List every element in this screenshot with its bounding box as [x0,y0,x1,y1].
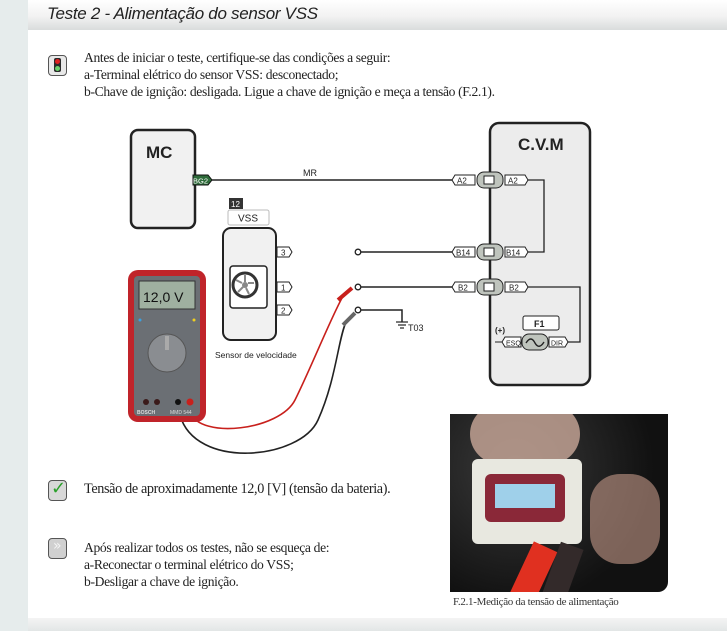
mc-pin-connector [192,174,213,186]
connector-b2: B2 B2 [451,278,529,296]
fuse-label-box [522,315,560,331]
photo-caption: F.2.1-Medição da tensão de alimentação [453,596,619,608]
red-probe-wire [189,297,343,430]
vss-pin-3: 3 [276,246,293,258]
svg-text:B14: B14 [456,249,471,258]
cvm-label: C.V.M [518,135,564,154]
meter-reading: 12,0 V [143,289,184,305]
meter-model: MMD 544 [170,410,192,416]
after-line: Após realizar todos os testes, não se es… [84,540,330,555]
svg-text:DIR: DIR [551,341,563,348]
reminder-icon: » [48,538,67,559]
page-title: Teste 2 - Alimentação do sensor VSS [47,4,318,23]
after-text: Após realizar todos os testes, não se es… [84,539,330,590]
precheck-line: a-Terminal elétrico do sensor VSS: desco… [84,67,339,82]
mc-pin-label: BG2 [193,177,208,186]
black-probe-wire [179,321,347,454]
measurement-photo [450,414,668,592]
wire-ground [361,309,403,322]
check-icon: ✓ [48,478,67,501]
vss-tag [229,198,243,209]
page-margin [0,0,28,631]
ground-icon [396,321,408,329]
after-line: b-Desligar a chave de ignição. [84,574,239,589]
plus-label: (+) [495,326,505,335]
svg-text:ESQ: ESQ [506,341,521,348]
vss-label-box [227,209,270,226]
wheel-icon [231,271,259,299]
precheck-line: b-Chave de ignição: desligada. Ligue a c… [84,84,495,99]
traffic-light-icon [48,55,67,76]
after-line: a-Reconectar o terminal elétrico do VSS; [84,557,294,572]
internal-wire-b2-fuse [528,286,581,343]
svg-text:2: 2 [281,307,286,316]
svg-text:3: 3 [281,249,286,258]
vss-label: VSS [238,214,258,225]
fuse-label: F1 [534,319,545,329]
svg-text:1: 1 [281,284,286,293]
svg-text:A2: A2 [508,177,518,186]
connector-a2: A2 A2 [451,171,529,189]
footer-band [28,618,727,631]
svg-text:B2: B2 [458,284,468,293]
svg-text:B14: B14 [506,249,521,258]
multimeter [128,270,206,422]
meter-brand: BOSCH [137,410,155,416]
precheck-text: Antes de iniciar o teste, certifique-se … [84,49,495,100]
precheck-line: Antes de iniciar o teste, certifique-se … [84,50,391,65]
terminal-ground [354,306,362,314]
ground-label: T03 [408,323,424,333]
vss-pin-1: 1 [276,281,293,293]
terminal-b2 [354,283,362,291]
svg-text:B2: B2 [509,284,519,293]
fuse-f1: ESQ DIR [495,333,569,351]
vss-tag-number: 12 [231,200,240,209]
svg-text:A2: A2 [457,177,467,186]
sensor-caption: Sensor de velocidade [215,350,297,360]
connector-b14: B14 B14 [451,243,529,261]
title-band [28,0,727,30]
vss-pin-2: 2 [276,304,293,316]
terminal-b14 [354,248,362,256]
red-probe [336,286,354,302]
black-probe [341,311,357,327]
result-text: Tensão de aproximadamente 12,0 [V] (tens… [84,481,391,497]
wire-label: MR [303,168,317,178]
mc-label: MC [146,143,172,162]
internal-wire-a2-b14 [528,179,545,253]
